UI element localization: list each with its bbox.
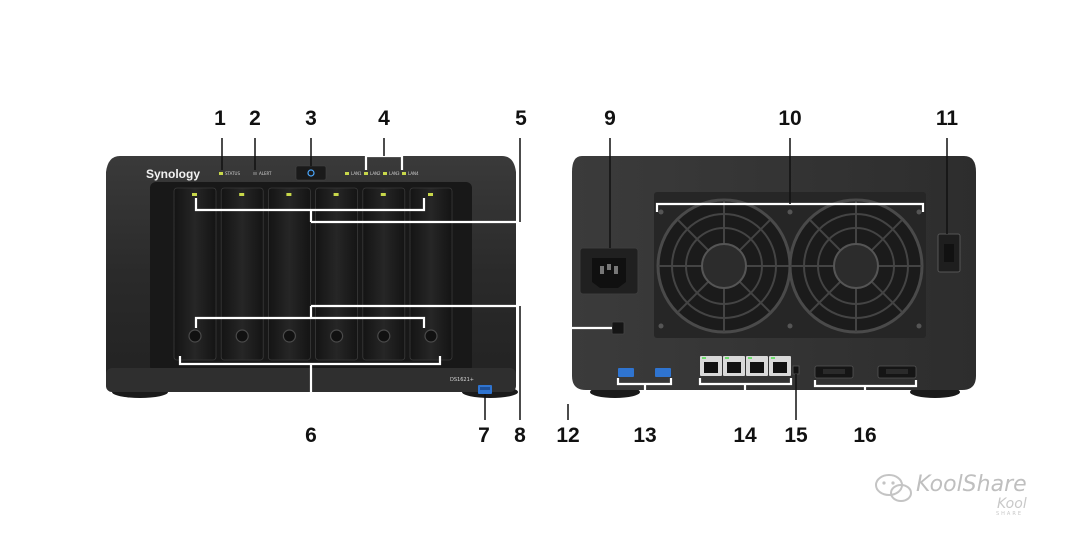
tray-lock-3[interactable] [282,329,296,343]
tray-lock-6[interactable] [424,329,438,343]
callout-3: 3 [305,107,317,130]
model-label: DS1621+ [450,377,474,383]
lan-ports [700,356,791,376]
watermark-sub: Kool [997,496,1027,512]
status-led [219,172,223,175]
callout-16: 16 [853,424,877,447]
alert-led [253,172,257,175]
callout-5: 5 [515,107,527,130]
drive-led-1 [192,193,197,196]
lan4-led [402,172,406,175]
callout-14: 14 [733,424,757,447]
security-slot-hole [944,244,954,262]
front-usb-slot [480,387,490,390]
drive-led-5 [380,193,386,196]
callout-leaders-dark [221,138,948,420]
callout-8: 8 [514,424,526,447]
tray-lock-2[interactable] [235,329,249,343]
lan1-led [345,172,349,175]
power-icon [307,169,315,177]
drive-led-2 [239,193,245,196]
socket-pin-r [614,266,618,274]
brand-logo: Synology [146,167,200,181]
power-button[interactable] [295,165,327,181]
lan3-led-label: LAN3 [389,171,400,176]
fan-left [656,198,792,334]
reset-button[interactable] [611,321,625,335]
front-unit: Synology DS1621+ STATUS ALERT LAN1 LAN2 … [106,156,518,398]
callout-12: 12 [556,424,580,447]
rear-usb-port-2[interactable] [655,368,671,377]
callout-9: 9 [604,107,616,130]
fan-right [788,198,924,334]
watermark-text: KoolShare [916,472,1027,497]
wechat-icon [875,474,912,502]
socket-pin-l [600,266,604,274]
callout-6: 6 [305,424,317,447]
drive-led-3 [286,193,292,196]
expansion-slot[interactable] [792,365,800,375]
callout-13: 13 [633,424,657,447]
lan2-led-label: LAN2 [370,171,381,176]
lan2-led [364,172,368,175]
socket-pin-m [607,264,611,270]
callout-7: 7 [478,424,490,447]
tray-lock-1[interactable] [188,329,202,343]
rear-usb-port-1[interactable] [618,368,634,377]
callout-2: 2 [249,107,261,130]
lan1-led-label: LAN1 [351,171,362,176]
callout-15: 15 [784,424,808,447]
callout-1: 1 [214,107,226,130]
watermark-sub2: SHARE [996,511,1023,517]
callout-10: 10 [778,107,802,130]
callout-4: 4 [378,107,390,130]
tray-lock-4[interactable] [330,329,344,343]
lan4-led-label: LAN4 [408,171,419,176]
cooling-fans [656,198,924,334]
tray-lock-5[interactable] [377,329,391,343]
power-socket-inlet [592,258,626,288]
callout-11: 11 [935,107,959,130]
lan3-led [383,172,387,175]
watermark: KoolShare Kool SHARE [872,470,1052,520]
drive-led-6 [428,193,433,196]
alert-led-label: ALERT [259,171,272,176]
rear-unit [572,156,976,398]
drive-led-4 [333,193,339,196]
status-led-label: STATUS [225,171,240,176]
